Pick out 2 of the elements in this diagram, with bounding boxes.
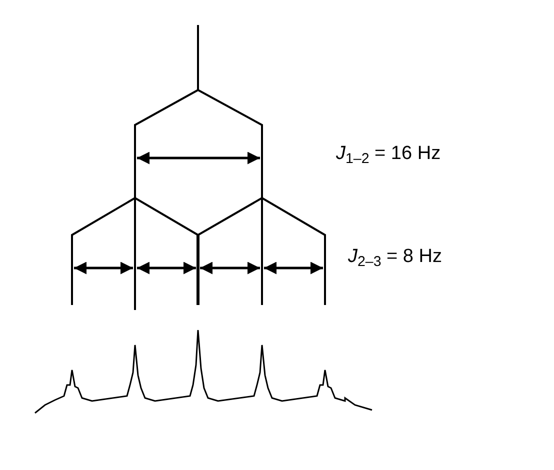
- coupling-constant-label: J$_{1–2}$ = 16 Hz: [336, 142, 441, 168]
- coupling-constant-label: J$_{2–3}$ = 8 Hz: [348, 245, 442, 272]
